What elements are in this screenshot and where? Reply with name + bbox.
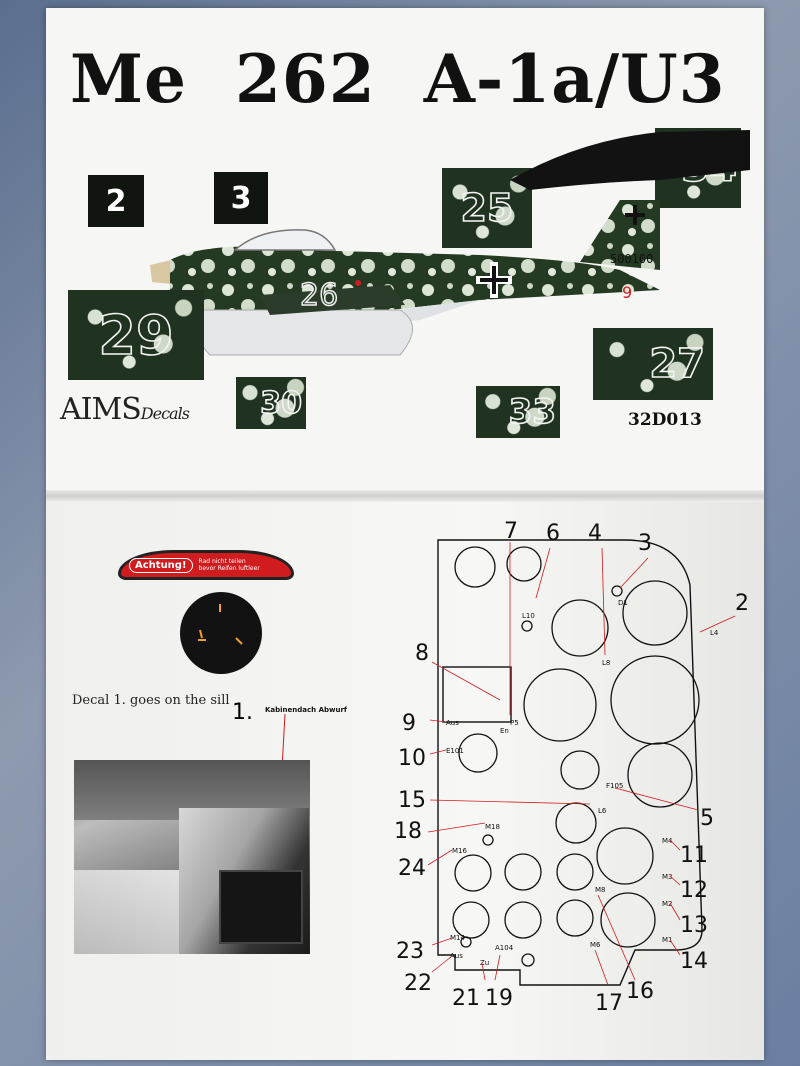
label-Aus: Aus bbox=[446, 719, 459, 727]
label-M3: M3 bbox=[662, 873, 673, 881]
callout-5: 5 bbox=[700, 806, 714, 831]
label-M2: M2 bbox=[662, 900, 673, 908]
fuselage-code: 26 bbox=[300, 278, 338, 313]
panel-outline bbox=[437, 539, 703, 986]
instrument-circles bbox=[452, 546, 700, 967]
callout-18: 18 bbox=[394, 819, 422, 844]
label-P5: P5 bbox=[510, 719, 519, 727]
round-gauge-decal bbox=[180, 592, 262, 674]
label-Zu: Zu bbox=[480, 959, 489, 967]
label-M16: M16 bbox=[452, 847, 467, 855]
red-marker bbox=[355, 280, 361, 286]
callout-16: 16 bbox=[626, 979, 654, 1004]
note-label: Kabinendach Abwurf bbox=[265, 706, 347, 714]
canopy bbox=[233, 229, 337, 251]
callout-21: 21 bbox=[452, 986, 480, 1011]
decal-number-2: 2 bbox=[88, 175, 144, 227]
tail-marking bbox=[625, 205, 645, 225]
callout-3: 3 bbox=[638, 531, 652, 556]
engine-nacelle bbox=[196, 309, 413, 356]
callout-leader-lines bbox=[427, 542, 736, 986]
decal-number-29: 29 bbox=[68, 290, 204, 380]
decal-note: Decal 1. goes on the sill bbox=[72, 693, 230, 708]
wing bbox=[260, 285, 405, 315]
label-L10: L10 bbox=[522, 612, 535, 620]
panel-cutout bbox=[442, 666, 512, 723]
label-M4: M4 bbox=[662, 837, 673, 845]
sheet-title: Me 262 A-1a/U3 bbox=[70, 40, 726, 118]
callout-9: 9 bbox=[402, 711, 416, 736]
werknummer: 500100 bbox=[610, 252, 653, 266]
brand-logo: AIMSDecals bbox=[60, 392, 190, 427]
callout-24: 24 bbox=[398, 856, 426, 881]
label-E101: E101 bbox=[446, 747, 464, 755]
decal-number-33: 33 bbox=[476, 386, 560, 438]
callout-2: 2 bbox=[735, 591, 749, 616]
callout-19: 19 bbox=[485, 986, 513, 1011]
cockpit-reference-photo bbox=[74, 760, 310, 954]
label-Aus-2: Aus bbox=[450, 952, 463, 960]
balkenkreuz-fuselage bbox=[476, 262, 512, 298]
callout-13: 13 bbox=[680, 913, 708, 938]
label-M8: M8 bbox=[595, 886, 606, 894]
decal-number-3: 3 bbox=[214, 172, 268, 224]
label-F105: F105 bbox=[606, 782, 623, 790]
photo-instrument-box bbox=[219, 870, 303, 944]
warning-text-line1: Rad nicht teilen bbox=[198, 558, 246, 565]
warning-badge: Achtung! bbox=[129, 557, 193, 573]
callout-14: 14 bbox=[680, 949, 708, 974]
label-A104: A104 bbox=[495, 944, 514, 952]
decal-number-30: 30 bbox=[236, 377, 306, 429]
warning-banner-decal: Achtung! Rad nicht teilen bevor Reifen l… bbox=[118, 550, 294, 580]
label-L4: L4 bbox=[710, 629, 719, 637]
warning-text: Rad nicht teilen bevor Reifen luftleer bbox=[199, 558, 260, 572]
callout-4: 4 bbox=[588, 521, 602, 546]
callout-11: 11 bbox=[680, 843, 708, 868]
decal-tail-25: 25 bbox=[442, 168, 532, 248]
tail-fin-band bbox=[510, 130, 750, 190]
callout-10: 10 bbox=[398, 746, 426, 771]
callout-6: 6 bbox=[546, 521, 560, 546]
catalog-number: 32D013 bbox=[628, 410, 702, 430]
tail-fin bbox=[580, 200, 660, 270]
callout-23: 23 bbox=[396, 939, 424, 964]
gauge-ticks bbox=[198, 604, 243, 645]
label-M6: M6 bbox=[590, 941, 601, 949]
label-L8: L8 bbox=[602, 659, 610, 667]
label-M14: M14 bbox=[450, 934, 465, 942]
brand-suffix: Decals bbox=[140, 404, 190, 423]
brand-name: AIMS bbox=[60, 392, 142, 427]
callout-7: 7 bbox=[504, 519, 518, 544]
note-number: 1. bbox=[232, 700, 253, 725]
callout-22: 22 bbox=[404, 971, 432, 996]
label-L6: L6 bbox=[598, 807, 607, 815]
instrument-panel-diagram: D1 L10 L4 L8 P5 En Aus E101 F105 L6 M18 … bbox=[394, 519, 749, 1016]
label-M1: M1 bbox=[662, 936, 673, 944]
callout-15: 15 bbox=[398, 788, 426, 813]
warning-text-line2: bevor Reifen luftleer bbox=[198, 565, 260, 572]
label-D1: D1 bbox=[618, 599, 628, 607]
tail-code: 9 bbox=[622, 283, 632, 302]
aircraft-profile-illustration: 26 500100 9 bbox=[150, 130, 750, 356]
callout-8: 8 bbox=[415, 641, 429, 666]
sheet-fold bbox=[46, 490, 764, 502]
callout-12: 12 bbox=[680, 878, 708, 903]
decal-number-27: 27 bbox=[593, 328, 713, 400]
callout-17: 17 bbox=[595, 991, 623, 1016]
label-En: En bbox=[500, 727, 509, 735]
label-M18: M18 bbox=[485, 823, 500, 831]
